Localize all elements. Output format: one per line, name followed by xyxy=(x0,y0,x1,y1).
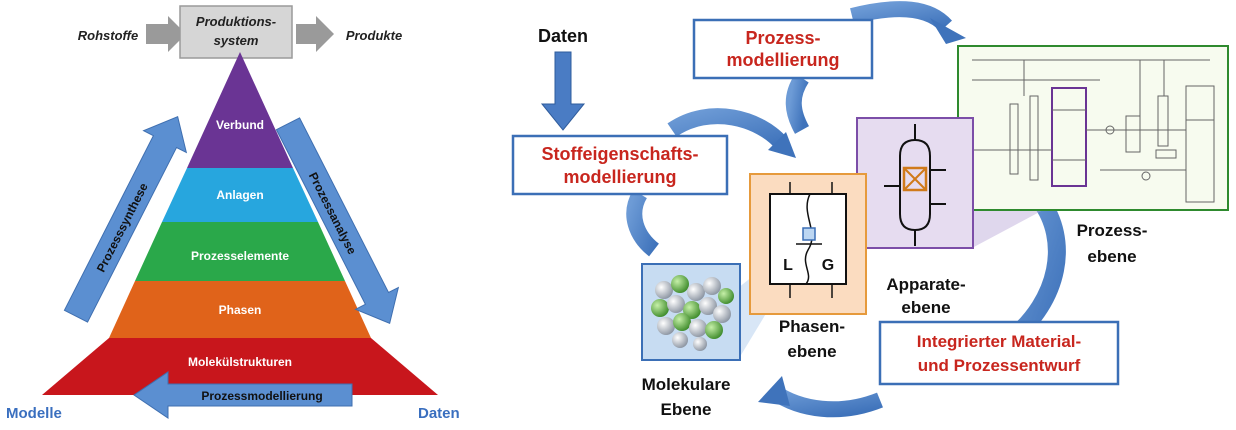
phase-liquid-label: L xyxy=(783,257,793,274)
phase-gas-label: G xyxy=(822,257,834,274)
daten-label: Daten xyxy=(538,26,588,46)
level-label-anlagen: Anlagen xyxy=(216,188,263,202)
stoffeigenschaft-box xyxy=(511,134,729,196)
phasenebene-line2: ebene xyxy=(787,342,836,361)
prozessmodellierung-box xyxy=(692,18,874,80)
molecule-cluster xyxy=(651,275,734,351)
input-arrow xyxy=(146,16,186,52)
layer-prozesselemente xyxy=(135,222,345,281)
layer-phasen xyxy=(109,281,371,338)
input-label: Rohstoffe xyxy=(78,28,138,43)
modeling-arrow-label: Prozessmodellierung xyxy=(201,389,322,403)
phase-highlight xyxy=(802,227,816,241)
production-system-line2: system xyxy=(214,33,259,48)
phasenebene-line1: Phasen- xyxy=(779,317,845,336)
curved-arrow-left-down xyxy=(626,189,660,257)
layer-molekuelstrukturen xyxy=(42,338,438,395)
pyramid-panel: Rohstoffe Produktions- system Produkte V… xyxy=(6,5,460,422)
column-drawing xyxy=(884,124,946,246)
integrierter-entwurf-line2: und Prozessentwurf xyxy=(918,356,1081,375)
stoffeigenschaft-line1: Stoffeigenschafts- xyxy=(541,144,698,164)
stoffeigenschaft-line2: modellierung xyxy=(563,167,676,187)
prozessmodellierung-line1: Prozess- xyxy=(745,28,820,48)
curved-arrow-top xyxy=(850,1,952,32)
level-label-prozesselemente: Prozesselemente xyxy=(191,249,289,263)
daten-down-arrow xyxy=(540,51,586,131)
level-label-phasen: Phasen xyxy=(219,303,262,317)
prozessebene-line2: ebene xyxy=(1087,247,1136,266)
output-label: Produkte xyxy=(346,28,402,43)
level-label-verbund: Verbund xyxy=(216,118,264,132)
phase-flow-arrows xyxy=(789,182,833,298)
curved-arrow-stoff-to-phase xyxy=(667,108,789,150)
multiscale-panel: Daten Prozess- modellierung Stoffeigensc… xyxy=(511,1,1229,419)
prozessebene-frame xyxy=(957,45,1229,211)
synthesis-arrow-label: Prozesssynthese xyxy=(94,180,151,274)
output-arrow xyxy=(296,16,334,52)
apparateebene-line1: Apparate- xyxy=(886,275,965,294)
apparateebene-line2: ebene xyxy=(901,298,950,317)
curved-arrow-top-head xyxy=(930,18,966,44)
corner-label-modelle: Modelle xyxy=(6,405,62,422)
integrierter-entwurf-line1: Integrierter Material- xyxy=(917,332,1081,351)
layer-verbund xyxy=(187,52,293,168)
modeling-arrow xyxy=(133,371,353,419)
phase-interface xyxy=(804,193,813,285)
prozessebene-line1: Prozess- xyxy=(1077,221,1148,240)
curved-arrow-prozess-down xyxy=(785,73,810,134)
layer-anlagen xyxy=(162,168,318,222)
molekulare-line2: Ebene xyxy=(660,400,711,419)
integrierter-entwurf-box xyxy=(878,320,1120,386)
corner-label-daten: Daten xyxy=(418,405,460,422)
curved-arrow-bottom-head xyxy=(758,376,790,406)
production-system-box xyxy=(179,5,293,59)
prozessmodellierung-line2: modellierung xyxy=(726,50,839,70)
molekulare-line1: Molekulare xyxy=(642,375,731,394)
curved-arrow-stoff-head xyxy=(768,132,796,158)
curved-arrow-bottom xyxy=(769,385,883,418)
flowsheet-drawing xyxy=(972,59,1215,203)
level-label-molekuelstrukturen: Molekülstrukturen xyxy=(188,355,292,369)
production-system-line1: Produktions- xyxy=(196,14,276,29)
